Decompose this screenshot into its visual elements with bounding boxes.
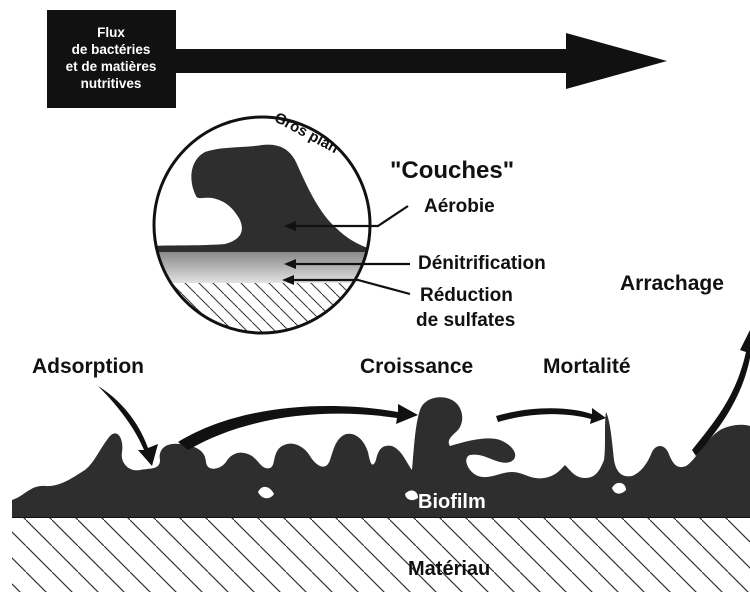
layer-sulfate-1: Réduction (420, 285, 513, 306)
label-biofilm: Biofilm (418, 491, 486, 513)
flux-line-2: de bactéries (72, 42, 151, 57)
flux-line-4: nutritives (81, 76, 142, 91)
closeup-layers (150, 252, 380, 283)
layer-denitrification: Dénitrification (418, 253, 546, 274)
label-growth: Croissance (360, 355, 473, 378)
label-material: Matériau (408, 558, 490, 580)
flow-arrow (176, 33, 667, 89)
material-layer (12, 517, 750, 592)
process-labels: Adsorption Croissance Mortalité Arrachag… (32, 272, 724, 378)
layers-title: "Couches" (390, 157, 514, 184)
label-detachment: Arrachage (620, 272, 724, 295)
arrow-mortality (496, 408, 606, 424)
flux-group: Flux de bactéries et de matières nutriti… (47, 10, 667, 108)
flux-line-1: Flux (97, 25, 125, 40)
closeup-group: Gros plan (150, 109, 380, 350)
layer-aerobic: Aérobie (424, 196, 495, 217)
layer-sulfate-2: de sulfates (416, 310, 515, 331)
flux-line-3: et de matières (66, 59, 157, 74)
label-mortality: Mortalité (543, 355, 631, 378)
label-adsorption: Adsorption (32, 355, 144, 378)
arrow-growth (178, 404, 418, 450)
